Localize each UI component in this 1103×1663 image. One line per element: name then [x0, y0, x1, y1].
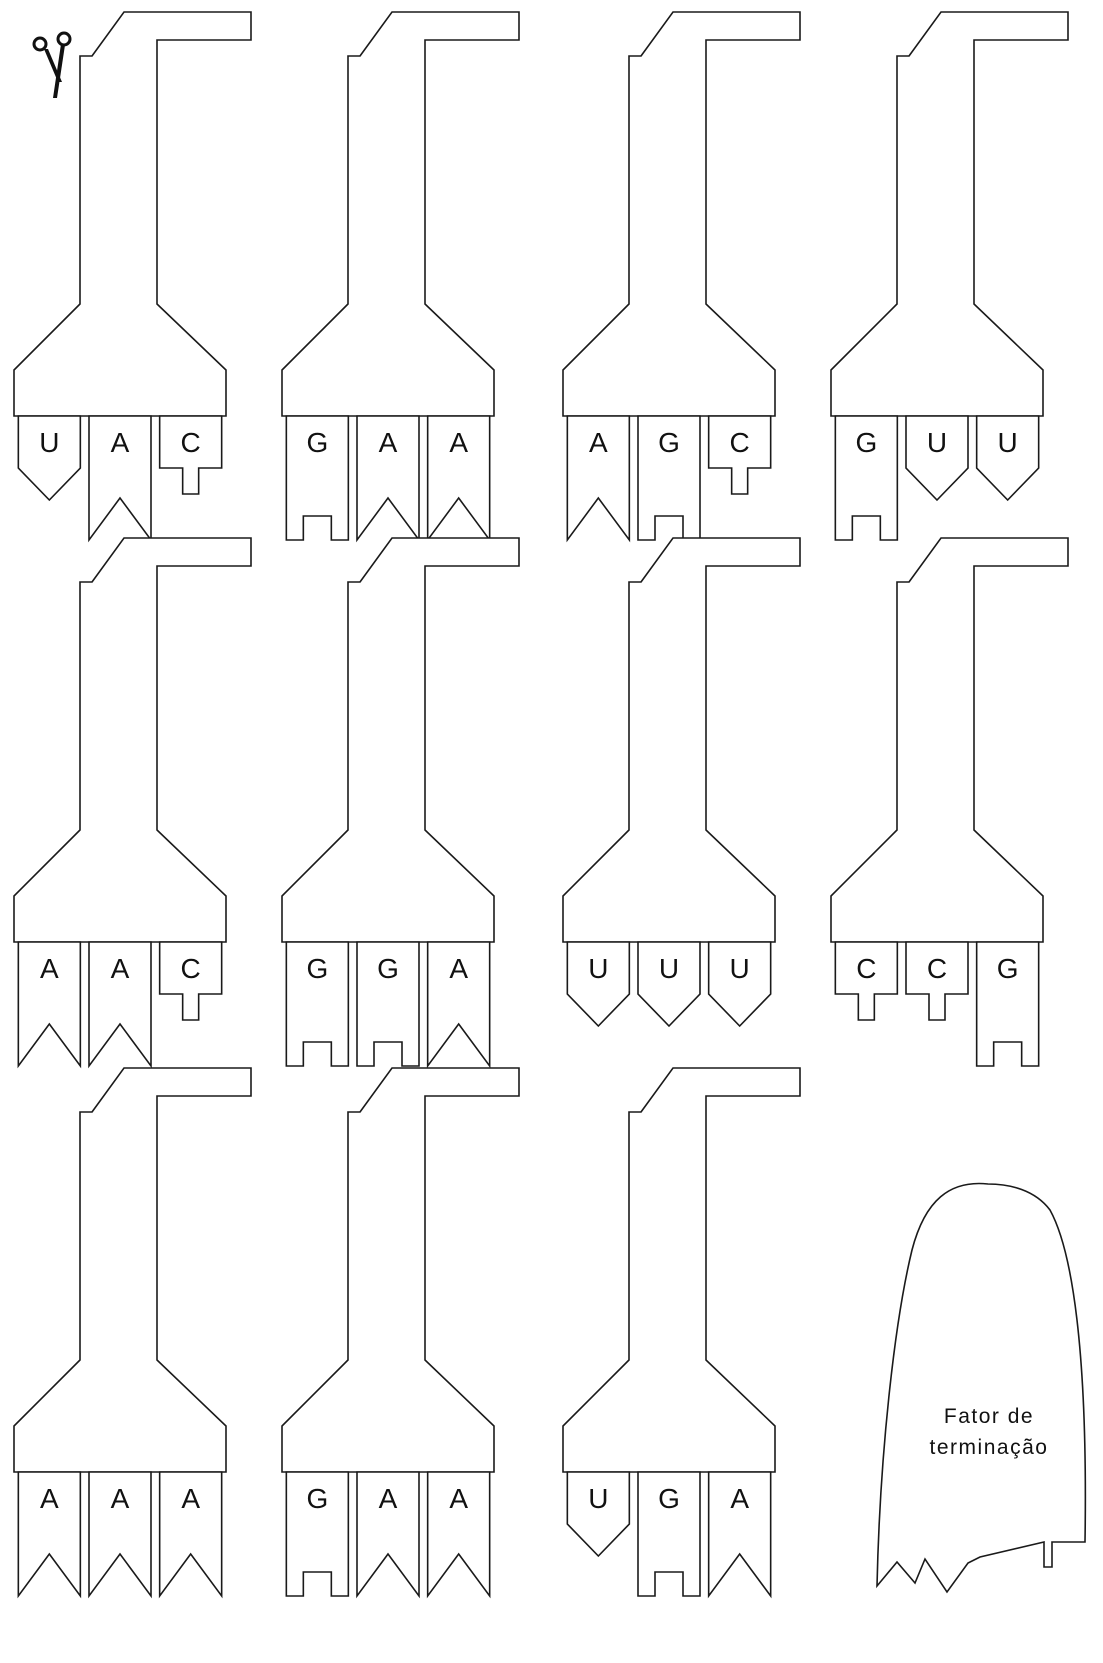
- anticodon-base-label: C: [856, 953, 876, 984]
- trna-body: [14, 538, 251, 942]
- anticodon-base-label: C: [181, 953, 201, 984]
- anticodon-base-label: G: [658, 427, 680, 458]
- anticodon-base-label: A: [40, 953, 59, 984]
- anticodon-base-label: C: [181, 427, 201, 458]
- anticodon-base-label: A: [111, 1483, 130, 1514]
- trna-body: [831, 12, 1068, 416]
- anticodon-base-label: U: [998, 427, 1018, 458]
- anticodon-base-label: G: [306, 427, 328, 458]
- anticodon-base-label: G: [377, 953, 399, 984]
- anticodon-base-label: U: [730, 953, 750, 984]
- trna-body: [282, 1068, 519, 1472]
- trna-body: [831, 538, 1068, 942]
- anticodon-base-label: A: [379, 427, 398, 458]
- anticodon-base-label: G: [658, 1483, 680, 1514]
- termination-factor-outline: [877, 1184, 1085, 1592]
- anticodon-base-label: A: [449, 1483, 468, 1514]
- anticodon-base-label: C: [730, 427, 750, 458]
- anticodon-base-label: G: [306, 1483, 328, 1514]
- anticodon-base-label: U: [927, 427, 947, 458]
- trna-body: [563, 538, 800, 942]
- trna-body: [14, 12, 251, 416]
- anticodon-base-label: A: [181, 1483, 200, 1514]
- termination-factor-label-line1: Fator de: [944, 1405, 1034, 1428]
- anticodon-base-label: G: [306, 953, 328, 984]
- anticodon-base-label: A: [379, 1483, 398, 1514]
- anticodon-base-label: A: [111, 953, 130, 984]
- anticodon-base-label: C: [927, 953, 947, 984]
- trna-body: [282, 12, 519, 416]
- termination-factor: Fator de terminação: [877, 1184, 1085, 1592]
- anticodon-base-label: A: [40, 1483, 59, 1514]
- trna-body: [14, 1068, 251, 1472]
- trna-body: [563, 1068, 800, 1472]
- anticodon-base-label: U: [39, 427, 59, 458]
- anticodon-base-label: A: [589, 427, 608, 458]
- trna-body: [563, 12, 800, 416]
- anticodon-base-label: U: [588, 1483, 608, 1514]
- anticodon-base-label: G: [997, 953, 1019, 984]
- termination-factor-label-line2: terminação: [930, 1436, 1049, 1459]
- anticodon-base-label: U: [659, 953, 679, 984]
- anticodon-base-label: A: [111, 427, 130, 458]
- anticodon-base-label: A: [730, 1483, 749, 1514]
- trna-body: [282, 538, 519, 942]
- anticodon-base-label: A: [449, 427, 468, 458]
- anticodon-base-label: G: [855, 427, 877, 458]
- anticodon-base-label: U: [588, 953, 608, 984]
- scissors-icon[interactable]: [34, 33, 70, 98]
- anticodon-base-label: A: [449, 953, 468, 984]
